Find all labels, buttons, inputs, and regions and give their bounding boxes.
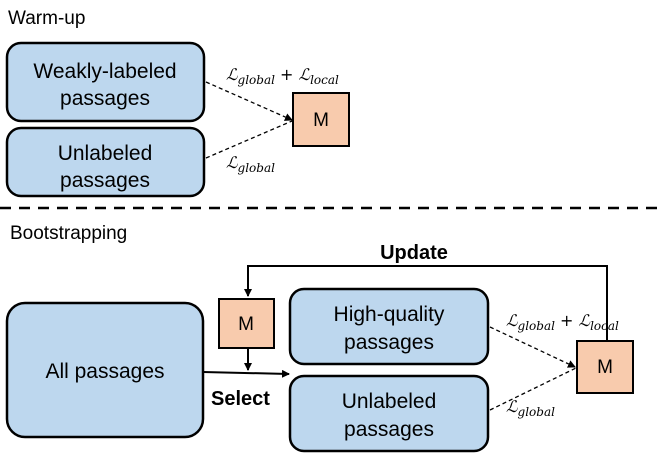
bootstrap-unlabeled-box: Unlabeled passages [288,374,490,453]
bootstrap-model-box: M [576,340,634,394]
selector-model-box: M [218,298,275,349]
warmup-unlabeled-box: Unlabeled passages [5,126,206,198]
bootstrapping-heading: Bootstrapping [10,223,127,244]
high-quality-line2: passages [344,331,434,354]
select-arrow-right [202,369,290,378]
bootstrap-arrow-unlabeled-to-model [489,367,577,411]
all-passages-box: All passages [5,301,205,439]
all-passages-label: All passages [45,360,164,383]
warmup-model-box: M [292,92,350,147]
warmup-unlabeled-line2: passages [60,169,150,192]
high-quality-box: High-quality passages [288,287,490,366]
select-label: Select [211,388,270,410]
warmup-weakly-labeled-box: Weakly-labeled passages [5,41,206,123]
bootstrap-model-label: M [597,357,613,378]
warmup-model-label: M [313,110,329,131]
weakly-labeled-line1: Weakly-labeled [33,60,176,83]
bootstrap-bottom-loss: ℒglobal [506,397,555,419]
warmup-unlabeled-line1: Unlabeled [58,142,153,165]
selector-model-label: M [238,314,254,335]
warmup-heading: Warm-up [8,8,85,29]
warmup-arrow-unlabeled-to-model [205,120,293,159]
warmup-bottom-loss: ℒglobal [226,153,275,175]
bootstrap-unlabeled-line1: Unlabeled [342,390,437,413]
bootstrap-unlabeled-line2: passages [344,418,434,441]
warmup-arrow-weak-to-model [205,81,293,121]
bootstrap-arrow-high-to-model [489,326,576,368]
update-arrow [244,265,608,341]
warmup-top-loss: ℒglobal + ℒlocal [226,65,339,87]
update-label: Update [380,242,448,264]
bootstrap-top-loss: ℒglobal + ℒlocal [506,311,619,333]
weakly-labeled-line2: passages [60,87,150,110]
high-quality-line1: High-quality [334,303,445,326]
